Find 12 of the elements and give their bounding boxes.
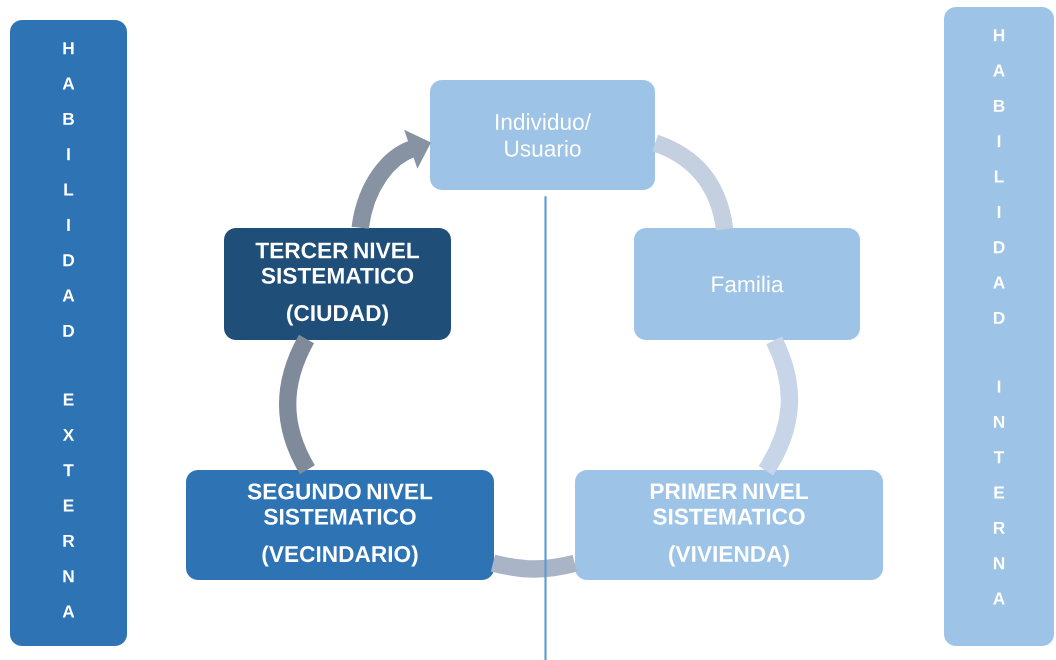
level-box: TERCER NIVEL SISTEMATICO (CIUDAD) <box>224 228 451 340</box>
cycle-arc <box>279 335 315 474</box>
cycle-arc <box>758 336 798 476</box>
cycle-box: Familia <box>634 228 860 340</box>
cycle-arc <box>491 554 577 578</box>
level-box: SEGUNDO NIVEL SISTEMATICO (VECINDARIO) <box>186 470 494 580</box>
side-band: H A B I L I D A D E X T E R N A <box>10 20 127 646</box>
cycle-arc <box>652 134 734 231</box>
divider-line <box>544 196 547 660</box>
level-box: PRIMER NIVEL SISTEMATICO (VIVIENDA) <box>575 470 883 580</box>
side-band: H A B I L I D A D I N T E R N A <box>944 7 1054 646</box>
cycle-box: Individuo/ Usuario <box>430 80 655 190</box>
